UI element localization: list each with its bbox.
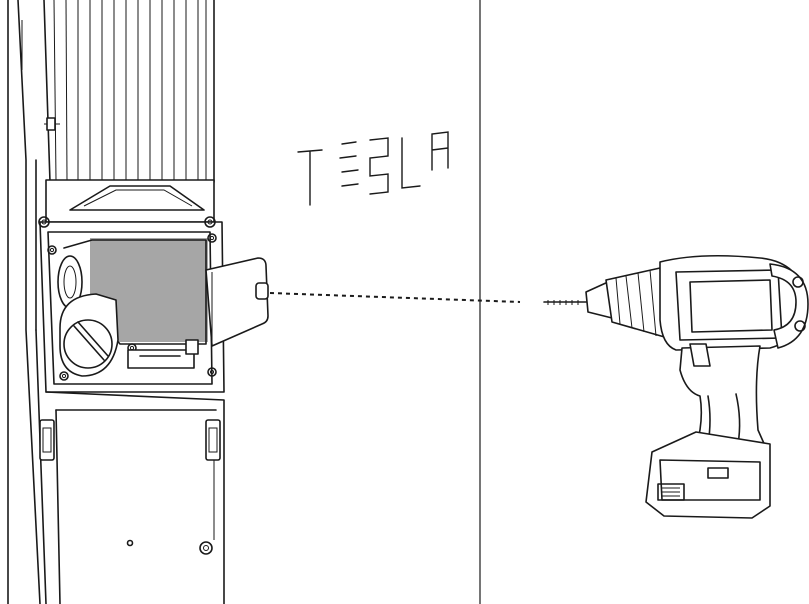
cover-plate-icon: [205, 257, 269, 347]
drill-icon: [543, 254, 809, 519]
alignment-guide-line: [269, 292, 521, 303]
powerwall-unit-icon: [7, 0, 225, 604]
panel-screws: [38, 216, 217, 381]
tesla-logo: [297, 131, 449, 206]
